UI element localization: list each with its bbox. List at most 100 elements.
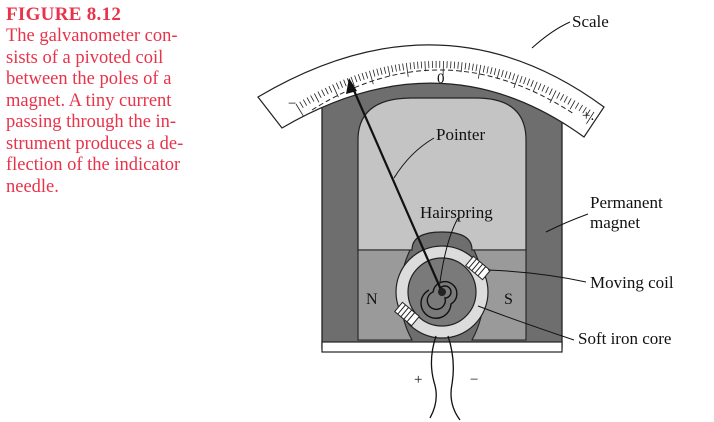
base-plate [321,341,563,353]
scale-tick [457,61,459,69]
scale-tick [339,81,343,88]
figure-title: FIGURE 8.12 [6,4,122,25]
scale-tick [548,88,553,96]
scale-tick [482,65,485,73]
label-permanent-magnet-line2: magnet [590,213,640,232]
scale-band [257,44,605,138]
scale-tick [391,65,394,73]
scale-tick [464,62,467,70]
label-scale: Scale [572,12,609,31]
scale-tick [317,91,322,98]
caption-line: magnet. A tiny current [6,90,172,111]
scale-tick [477,64,482,79]
scale-tick [567,98,572,105]
scale-tick [321,89,326,97]
coil-bracket-left [394,301,420,327]
figure-caption-text: The galvanometer con- sists of a pivoted… [6,26,236,198]
scale-tick [545,86,549,94]
scale-ticks [295,60,595,125]
scale-tick [453,61,456,69]
scale-tick [533,81,538,92]
scale-tick [372,69,376,77]
pointer-needle [350,85,444,293]
scale-minus: − [288,96,296,112]
scale-tick [450,61,452,69]
hairspring-leader [439,217,459,283]
scale-tick [468,63,470,71]
label-soft-iron-core: Soft iron core [578,329,671,348]
scale-tick [310,95,315,102]
scale-tick [556,92,561,99]
scale-tick [328,85,333,93]
pole-north-label: N [366,291,378,308]
caption-line: passing through the in- [6,112,177,132]
scale-tick [357,74,361,82]
pointer-leader [393,137,435,179]
lead-wire-positive [429,335,437,419]
caption-line: between the poles of a [6,69,172,89]
coil-bracket-right [465,255,491,281]
scale-tick [490,67,493,75]
scale-tick [295,103,304,117]
scale-tick [582,106,587,114]
scale-plus: +. [582,108,594,124]
scale-tick [383,66,387,74]
terminal-minus: − [470,372,478,388]
scale-tick [460,62,463,73]
label-pointer: Pointer [436,125,485,144]
scale-tick [324,87,329,95]
scale-tick [501,69,504,78]
scale-tick [519,75,523,83]
scale-tick [574,102,580,109]
scale-tick [471,63,474,71]
scale-zero: 0 [437,71,445,87]
scale-leader [531,21,571,49]
label-hairspring: Hairspring [420,203,493,222]
scale-tick [541,84,546,92]
scale-tick [424,61,426,72]
terminal-plus: + [414,372,422,388]
scale-tick [335,82,340,90]
scale-tick [354,75,358,83]
scale-tick [523,77,527,85]
label-permanent-magnet-line1: Permanent [590,193,663,212]
scale-tick [306,97,311,104]
scale-dashed-arc [311,69,575,115]
scale-tick [350,76,355,87]
scale-tick [526,78,531,86]
scale-tick [586,109,591,116]
caption-line: needle. [6,176,59,197]
scale-tick [402,63,405,71]
scale-tick [380,67,383,75]
pole-south-label: S [504,291,513,308]
scale-tick [475,64,478,72]
scale-tick [369,70,374,85]
scale-tick [299,101,304,109]
scale-tick [332,84,339,98]
scale-tick [409,62,412,70]
scale-tick [376,68,379,76]
pivot [438,288,446,296]
scale-tick [496,69,500,79]
scale-tick [537,83,542,91]
soft-iron-core-leader [477,305,575,341]
scale-tick [417,61,419,69]
caption-line: strument produces a de- [6,133,184,154]
scale-tick [586,111,595,125]
scale-tick [302,99,308,106]
scale-tick [530,80,534,87]
caption-line: The galvanometer con- [6,26,178,46]
caption-line: flection of the indicator [6,155,181,175]
magnet-leader [545,213,589,233]
scale-tick [413,62,415,70]
scale-tick [513,74,519,89]
scale-tick [387,66,391,76]
scale-tick [508,72,512,80]
scale-tick [486,66,489,74]
magnet-inner-region [357,97,527,251]
scale-tick [394,64,397,72]
scale-tick [361,72,365,80]
moving-coil-leader [487,269,587,283]
scale-tick [313,93,320,103]
